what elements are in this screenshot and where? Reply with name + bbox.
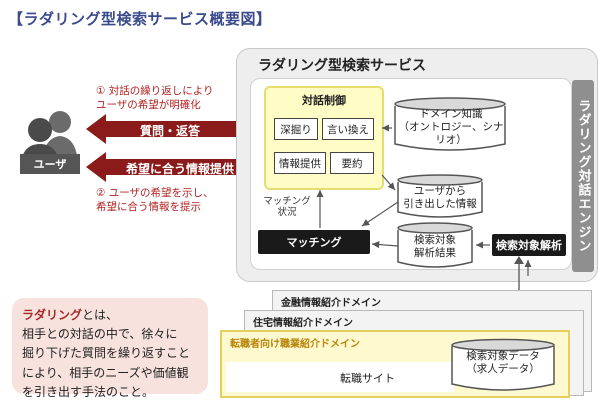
analysis-result-line1: 検索対象: [414, 234, 456, 246]
info-provide-item: 情報提供: [274, 152, 326, 174]
engine-label: ラダリング対話エンジン: [572, 80, 594, 272]
definition-suffix: とは、: [82, 308, 119, 322]
user-info-cylinder: [397, 174, 483, 218]
domain-knowledge-cylinder: [394, 97, 506, 151]
search-data-cylinder: [451, 338, 555, 391]
search-data-line2: （求人データ）: [466, 363, 540, 376]
domain-knowledge-line1: ドメイン知識: [419, 108, 483, 120]
definition-line3: 掘り下げた質問を繰り返すこと: [22, 346, 191, 361]
info-provision-arrow: [86, 152, 266, 182]
jobs-domain-label: 転職者向け職業紹介ドメイン: [230, 339, 360, 350]
arrow-dialog-to-userinfo: [381, 174, 396, 191]
user-label: ユーザ: [20, 154, 80, 174]
dialog-control-title: 対話制御: [302, 94, 346, 107]
user-info-line2: 引き出した情報: [403, 198, 477, 211]
matching-status-line2: 状況: [277, 207, 297, 219]
dialog-arrows: [86, 114, 266, 182]
note-top: ① 対話の繰り返しにより ユーザの希望が明確化: [96, 84, 214, 112]
user-info-text: ユーザから 引き出した情報: [398, 185, 482, 211]
info-provision-label: 希望に合う情報提供: [126, 162, 235, 176]
finance-domain-label: 金融情報紹介ドメイン: [281, 298, 381, 309]
search-analysis-box: 検索対象解析: [492, 234, 566, 256]
page-title: 【ラダリング型検索サービス概要図】: [8, 10, 272, 28]
engine-connectors: [316, 97, 532, 276]
definition-term: ラダリング: [22, 308, 83, 322]
service-title: ラダリング型検索サービス: [258, 58, 426, 74]
note-bottom: ② ユーザの希望を示し、 希望に合う情報を提示: [96, 186, 214, 214]
domain-knowledge-text: ドメイン知識 （オントロジー、シナリオ）: [398, 108, 504, 147]
search-data-text: 検索対象データ （求人データ）: [450, 350, 556, 376]
definition-line5: を引き出す手法のこと。: [22, 384, 155, 399]
note-top-line2: ユーザの希望が明確化: [96, 99, 201, 112]
rephrase-item: 言い換え: [322, 118, 374, 140]
analysis-result-text: 検索対象 解析結果: [398, 234, 472, 260]
matching-status-line1: マッチング: [263, 196, 311, 207]
arrow-result-to-matching: [371, 240, 399, 249]
laddering-definition: ラダリングとは、 相手との対話の中で、徐々に 掘り下げた質問を繰り返すこと によ…: [12, 298, 208, 399]
summary-item: 要約: [330, 152, 374, 174]
dig-deeper-item: 深掘り: [274, 118, 318, 140]
analysis-result-line2: 解析結果: [414, 247, 456, 260]
definition-line1: ラダリングとは、: [22, 306, 198, 325]
note-bottom-line2: 希望に合う情報を提示: [96, 201, 201, 214]
housing-domain-label: 住宅情報紹介ドメイン: [253, 318, 353, 329]
user-info-line1: ユーザから: [413, 185, 467, 197]
job-site-band: [226, 362, 454, 392]
matching-status: マッチング 状況: [262, 196, 312, 219]
analysis-result-cylinder: [397, 222, 473, 268]
search-data-line1: 検索対象データ: [466, 350, 540, 362]
arrow-userinfo-to-matching: [361, 201, 399, 227]
domain-knowledge-line2: （オントロジー、シナリオ）: [398, 121, 504, 147]
definition-line4: により、相手のニーズや価値観: [22, 365, 189, 380]
matching-box: マッチング: [258, 230, 370, 254]
question-answer-arrow: [86, 114, 266, 144]
note-top-line1: ① 対話の繰り返しにより: [96, 85, 214, 97]
note-bottom-line1: ② ユーザの希望を示し、: [96, 187, 214, 199]
question-answer-label: 質問・返答: [140, 124, 201, 138]
job-site-label: 転職サイト: [340, 372, 395, 385]
definition-line2: 相手との対話の中で、徐々に: [22, 327, 178, 342]
